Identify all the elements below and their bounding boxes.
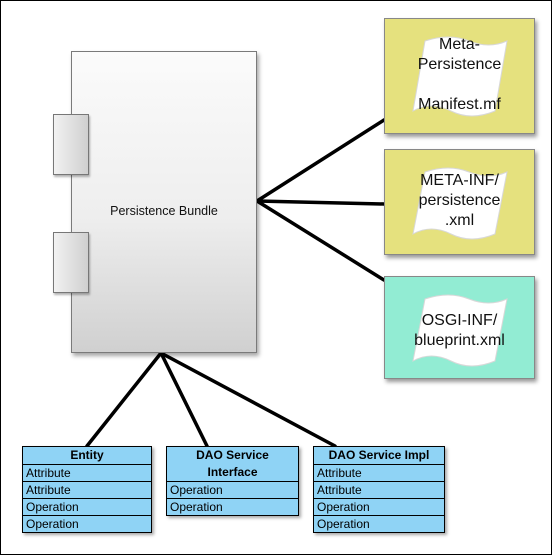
connector-bundle-persistence-xml bbox=[255, 199, 386, 206]
persistence-xml-label: META-INF/ persistence .xml bbox=[418, 172, 501, 229]
connector-bundle-dao-interface bbox=[159, 351, 209, 448]
class-row: Attribute bbox=[23, 482, 151, 499]
class-row: Attribute bbox=[314, 465, 444, 482]
dao-service-interface-box[interactable]: DAO Service Interface Operation Operatio… bbox=[166, 446, 299, 516]
entity-class-box[interactable]: Entity Attribute Attribute Operation Ope… bbox=[22, 446, 152, 533]
blueprint-xml-label: OSGI-INF/ blueprint.xml bbox=[414, 312, 505, 349]
dao-service-impl-box[interactable]: DAO Service Impl Attribute Attribute Ope… bbox=[313, 446, 445, 533]
document-scroll-icon bbox=[412, 36, 508, 117]
class-title: DAO Service Interface bbox=[167, 447, 298, 482]
persistence-xml-box[interactable]: META-INF/ persistence .xml bbox=[384, 149, 535, 255]
manifest-file-label: Meta- Persistence Manifest.mf bbox=[417, 36, 502, 113]
document-scroll-icon bbox=[412, 294, 508, 367]
class-row: Attribute bbox=[23, 465, 151, 482]
class-row: Attribute bbox=[314, 482, 444, 499]
class-row: Operation bbox=[314, 499, 444, 516]
bundle-port-top bbox=[53, 114, 89, 175]
manifest-file-box[interactable]: Meta- Persistence Manifest.mf bbox=[384, 18, 535, 134]
class-row: Operation bbox=[317, 517, 370, 531]
class-row: Operation bbox=[23, 499, 151, 516]
connector-bundle-manifest bbox=[255, 118, 386, 203]
class-title: Entity bbox=[23, 447, 151, 465]
class-row: Operation bbox=[167, 482, 298, 499]
connector-bundle-blueprint bbox=[255, 199, 386, 282]
connector-bundle-entity bbox=[85, 351, 163, 448]
blueprint-xml-box[interactable]: OSGI-INF/ blueprint.xml bbox=[384, 276, 535, 379]
class-title: DAO Service Impl bbox=[314, 447, 444, 465]
bundle-label: Persistence Bundle bbox=[110, 204, 218, 218]
connector-bundle-dao-impl bbox=[159, 351, 337, 448]
document-scroll-icon bbox=[412, 167, 508, 240]
class-row: Operation bbox=[170, 500, 223, 514]
persistence-bundle[interactable]: Persistence Bundle bbox=[71, 51, 257, 353]
bundle-port-bottom bbox=[53, 232, 89, 293]
class-row: Operation bbox=[26, 517, 79, 531]
